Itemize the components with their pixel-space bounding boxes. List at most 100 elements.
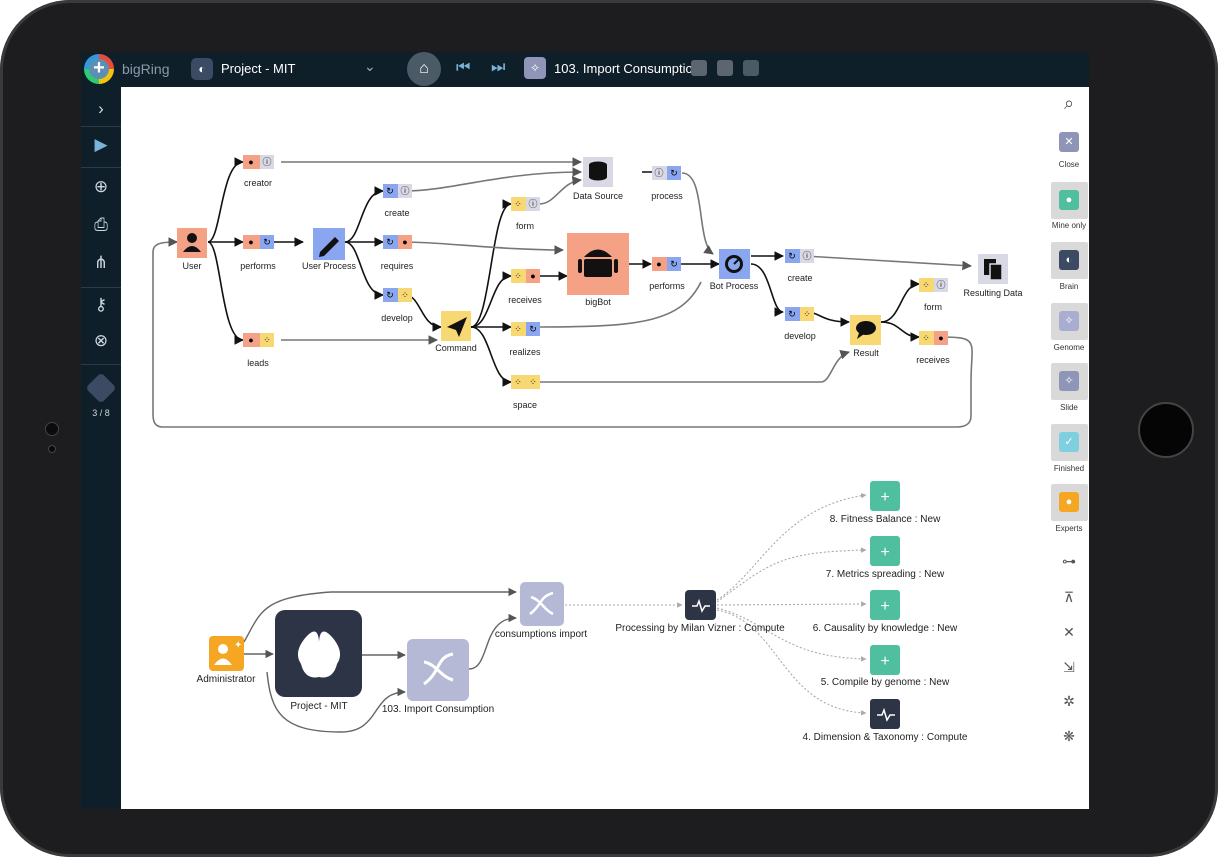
finished-button[interactable]: ✓ — [1051, 424, 1088, 461]
user-node[interactable]: User — [177, 228, 207, 271]
svg-text:↻: ↻ — [788, 251, 796, 261]
search-icon[interactable]: ⌕ — [1063, 93, 1075, 113]
option-button[interactable] — [691, 60, 707, 76]
divider — [81, 287, 121, 288]
command-node[interactable]: Command — [435, 311, 477, 353]
brand-name: bigRing — [122, 61, 170, 77]
bigbot-node[interactable]: bigBot — [567, 233, 629, 307]
edge-chip-performs-bot[interactable]: ●↻performs — [649, 257, 685, 291]
next-step-button[interactable]: ⏭ — [491, 59, 506, 76]
data-source-node[interactable]: Data Source — [573, 157, 623, 201]
flow-label-project: Project - MIT — [290, 701, 347, 712]
finished-label: Finished — [1053, 464, 1085, 473]
svg-text:↻: ↻ — [263, 237, 271, 247]
edge-chip-develop[interactable]: ↻⁘develop — [381, 288, 413, 323]
edge-chip-receives[interactable]: ⁘●receives — [508, 269, 542, 305]
resulting-data-node[interactable]: Resulting Data — [963, 254, 1023, 298]
sort-icon[interactable] — [743, 60, 759, 76]
svg-text:●: ● — [530, 271, 535, 281]
home-button[interactable]: ⌂ — [407, 52, 441, 86]
bigring-logo[interactable]: + — [84, 54, 114, 84]
node-label-command: Command — [435, 343, 477, 353]
svg-text:●: ● — [402, 237, 407, 247]
administrator-node[interactable]: ✦ Administrator — [197, 636, 257, 685]
edge-chip-realizes[interactable]: ⁘↻realizes — [509, 322, 541, 357]
app-screen: + bigRing ◐ Project - MIT ⌄ ⌂ ⏮ ⏭ ✧ 103.… — [81, 52, 1089, 809]
slide-button[interactable]: ✧ — [1051, 363, 1088, 400]
brain-button[interactable]: ◐ — [1051, 242, 1088, 279]
divider — [81, 167, 121, 168]
consumptions-import-node[interactable]: consumptions import — [495, 582, 587, 640]
option-button[interactable] — [717, 60, 733, 76]
processing-node[interactable]: Processing by Milan Vizner : Compute — [615, 590, 785, 634]
share-icon[interactable]: ⋔ — [93, 253, 109, 272]
canvas[interactable]: User User Process Data Source bigBot — [121, 87, 1049, 809]
flow-output-label: 8. Fitness Balance : New — [830, 514, 941, 525]
cross-layout-icon[interactable]: ✕ — [1063, 624, 1075, 640]
mine-only-button[interactable]: ● — [1051, 182, 1088, 219]
edge-chip-process[interactable]: ⓘ↻process — [651, 166, 683, 201]
node-label-bot-process: Bot Process — [710, 281, 759, 291]
edge-chip-performs[interactable]: ●↻performs — [240, 235, 276, 271]
svg-text:↻: ↻ — [529, 324, 537, 334]
edge-chip-receives-result[interactable]: ⁘●receives — [916, 331, 950, 365]
output-node-dimension[interactable]: 4. Dimension & Taxonomy : Compute — [803, 699, 968, 743]
svg-text:↻: ↻ — [386, 186, 394, 196]
circle-layout-icon[interactable]: ✲ — [1063, 693, 1075, 709]
edge-label: requires — [381, 261, 414, 271]
project-selector-label[interactable]: Project - MIT — [221, 61, 296, 76]
result-node[interactable]: Result — [850, 315, 881, 358]
edge-chip-develop-bot[interactable]: ↻⁘develop — [784, 307, 816, 341]
genome-label: Genome — [1053, 343, 1085, 352]
flow-output-label: 4. Dimension & Taxonomy : Compute — [803, 732, 968, 743]
chevron-down-icon[interactable]: ⌄ — [364, 58, 376, 74]
svg-text:⁘: ⁘ — [401, 290, 409, 300]
project-node[interactable]: Project - MIT — [275, 610, 362, 712]
user-process-node[interactable]: User Process — [302, 228, 357, 271]
edge-chip-requires[interactable]: ↻●requires — [381, 235, 414, 271]
dna-icon: ✧ — [1059, 311, 1079, 331]
expand-chevron-icon[interactable]: › — [98, 99, 104, 118]
node-label-user-process: User Process — [302, 261, 357, 271]
user-icon: ● — [1059, 190, 1079, 210]
edge-chip-space[interactable]: ⁘⁘space — [511, 375, 540, 410]
close-button[interactable]: ✕ — [1051, 124, 1088, 161]
radial-layout-icon[interactable]: ❋ — [1063, 728, 1075, 744]
svg-text:⁘: ⁘ — [922, 280, 930, 290]
print-icon[interactable]: ⎙ — [94, 215, 108, 234]
svg-text:ⓘ: ⓘ — [936, 280, 945, 290]
svg-text:⁘: ⁘ — [514, 271, 522, 281]
previous-step-button[interactable]: ⏮ — [456, 59, 471, 76]
svg-text:●: ● — [248, 335, 253, 345]
flow-layout-icon[interactable]: ⇲ — [1063, 659, 1075, 675]
output-node-causality[interactable]: + 6. Causality by knowledge : New — [813, 590, 958, 634]
bot-process-node[interactable]: Bot Process — [710, 249, 759, 291]
add-icon[interactable]: ⊕ — [93, 177, 109, 196]
output-node-compile[interactable]: + 5. Compile by genome : New — [821, 645, 950, 688]
stage-diamond-icon[interactable] — [85, 372, 117, 404]
play-icon[interactable]: ▶ — [94, 135, 108, 154]
import-consumption-node[interactable]: 103. Import Consumption — [382, 639, 494, 715]
close-circle-icon[interactable]: ⊗ — [93, 331, 109, 350]
tree-layout-icon[interactable]: ⊶ — [1062, 553, 1076, 569]
output-node-fitness[interactable]: + 8. Fitness Balance : New — [830, 481, 941, 525]
flow-output-label: 7. Metrics spreading : New — [826, 569, 945, 580]
hierarchy-layout-icon[interactable]: ⊼ — [1063, 589, 1075, 605]
svg-text:↻: ↻ — [670, 259, 678, 269]
home-hardware-button[interactable] — [1138, 402, 1194, 458]
brain-icon: ◐ — [191, 58, 213, 80]
key-icon[interactable]: ⚷ — [94, 295, 108, 314]
output-node-metrics[interactable]: + 7. Metrics spreading : New — [826, 536, 945, 580]
edge-chip-leads[interactable]: ●⁘leads — [243, 333, 274, 368]
edge-label: develop — [784, 331, 816, 341]
flow-dotted-edges — [565, 492, 867, 716]
genome-button[interactable]: ✧ — [1051, 303, 1088, 340]
svg-text:●: ● — [248, 237, 253, 247]
experts-button[interactable]: ● — [1051, 484, 1088, 521]
edge-label: develop — [381, 313, 413, 323]
